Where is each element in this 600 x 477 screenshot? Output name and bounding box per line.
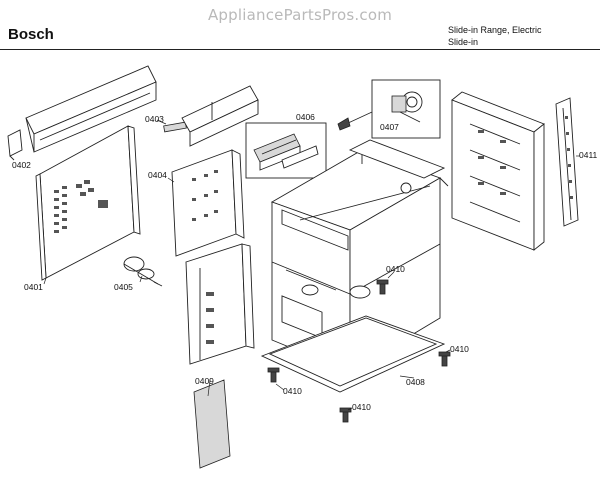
- label-0401: 0401: [24, 282, 43, 292]
- side-panel-0401: [35, 125, 141, 281]
- model-title-line2: Slide-in: [448, 37, 479, 47]
- label-0410-d: 0410: [352, 402, 371, 412]
- screw-0410-d: [339, 407, 352, 423]
- floor-plate-0408: [260, 315, 446, 393]
- screw-0410-c: [438, 351, 451, 367]
- label-0407: 0407: [380, 122, 399, 132]
- header-rule: [0, 49, 600, 50]
- label-0404: 0404: [148, 170, 167, 180]
- panel-0404: [171, 149, 245, 257]
- label-0402: 0402: [12, 160, 31, 170]
- label-0409: 0409: [195, 376, 214, 386]
- rail-0403: [163, 121, 187, 133]
- label-0403: 0403: [145, 114, 164, 124]
- brand-name: Bosch: [8, 26, 54, 43]
- duct-bracket: [181, 85, 259, 147]
- label-0410-b: 0410: [283, 386, 302, 396]
- label-0405: 0405: [114, 282, 133, 292]
- panel-0409: [185, 243, 255, 469]
- part-0407: [337, 79, 441, 139]
- screw-0410-b: [267, 367, 280, 383]
- label-0406: 0406: [296, 112, 315, 122]
- label-0410-a: 0410: [386, 264, 405, 274]
- label-0411: 0411: [579, 150, 598, 160]
- bracket-0402: [7, 129, 23, 161]
- screw-0410-a: [376, 279, 389, 295]
- top-back-panel: [25, 65, 157, 153]
- label-0410-c: 0410: [450, 344, 469, 354]
- label-0408: 0408: [406, 377, 425, 387]
- right-side-panel: [451, 91, 545, 251]
- model-title-line1: Slide-in Range, Electric: [448, 25, 542, 35]
- rail-0411: [555, 97, 579, 227]
- element-0406: [245, 122, 327, 179]
- watermark: AppliancePartsPros.com: [207, 6, 393, 24]
